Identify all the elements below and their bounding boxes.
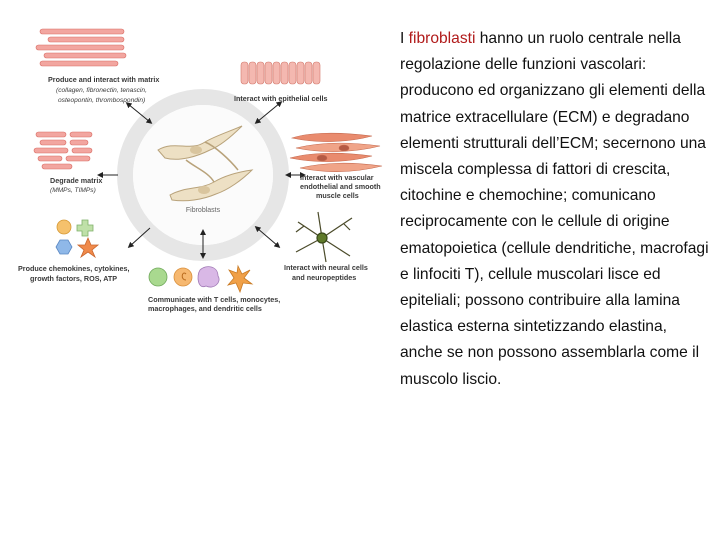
collagen-fibrils-icon	[35, 28, 127, 67]
description-paragraph: I fibroblasti hanno un ruolo centrale ne…	[400, 26, 710, 393]
immune-cells-icon	[148, 264, 254, 294]
arrows	[97, 101, 306, 259]
chemokine-molecules-icon	[55, 219, 100, 259]
produce-matrix-detail-2: osteopontin, thrombospondin)	[58, 97, 145, 104]
epithelial-title: Interact with epithelial cells	[234, 94, 327, 103]
produce-matrix-detail-1: (collagen, fibronectin, tenascin,	[56, 87, 147, 94]
vascular-title-2: endothelial and smooth	[300, 182, 381, 191]
description-text: I fibroblasti hanno un ruolo centrale ne…	[400, 26, 710, 393]
neural-title-2: and neuropeptides	[292, 273, 356, 282]
chemokines-title-1: Produce chemokines, cytokines,	[18, 264, 129, 273]
description-body: hanno un ruolo centrale nella regolazion…	[400, 30, 709, 388]
immune-title-1: Communicate with T cells, monocytes,	[148, 295, 280, 304]
highlighted-term: fibroblasti	[408, 30, 476, 47]
degrade-matrix-title: Degrade matrix	[50, 176, 102, 185]
vascular-cells-icon	[289, 132, 383, 172]
fibroblast-cells	[157, 125, 254, 202]
epithelial-cells-icon	[240, 61, 321, 85]
chemokines-title-2: growth factors, ROS, ATP	[30, 274, 117, 283]
vascular-title-3: muscle cells	[316, 191, 359, 200]
neural-cell-icon	[295, 211, 353, 263]
produce-matrix-title: Produce and interact with matrix	[48, 75, 159, 84]
center-label: Fibroblasts	[186, 207, 221, 214]
description-intro: I	[400, 30, 409, 47]
vascular-title-1: Interact with vascular	[300, 173, 374, 182]
immune-title-2: macrophages, and dendritic cells	[148, 304, 262, 313]
degraded-fibrils-icon	[33, 131, 93, 170]
degrade-matrix-detail: (MMPs, TIMPs)	[50, 187, 96, 194]
neural-title-1: Interact with neural cells	[284, 263, 368, 272]
